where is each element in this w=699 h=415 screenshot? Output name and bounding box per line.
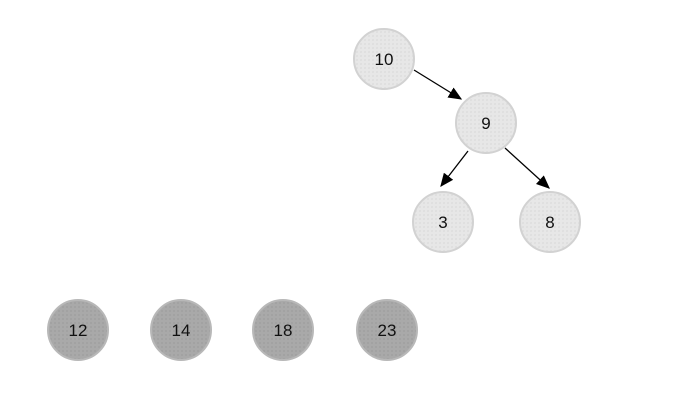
list-node-23: 23: [356, 299, 418, 361]
node-label: 9: [481, 113, 491, 133]
node-label: 3: [438, 212, 448, 232]
node-label: 14: [171, 320, 191, 340]
list-node-18: 18: [252, 299, 314, 361]
node-label: 10: [374, 49, 394, 69]
tree-node-10: 10: [353, 28, 415, 90]
node-label: 12: [68, 320, 88, 340]
edge-9-to-3: [440, 150, 469, 188]
tree-node-8: 8: [519, 191, 581, 253]
tree-node-3: 3: [412, 191, 474, 253]
list-node-14: 14: [150, 299, 212, 361]
edge-10-to-9: [413, 69, 463, 100]
node-label: 18: [273, 320, 293, 340]
list-node-12: 12: [47, 299, 109, 361]
edge-9-to-8: [504, 147, 550, 189]
node-label: 23: [377, 320, 397, 340]
node-label: 8: [545, 212, 555, 232]
tree-node-9: 9: [455, 92, 517, 154]
